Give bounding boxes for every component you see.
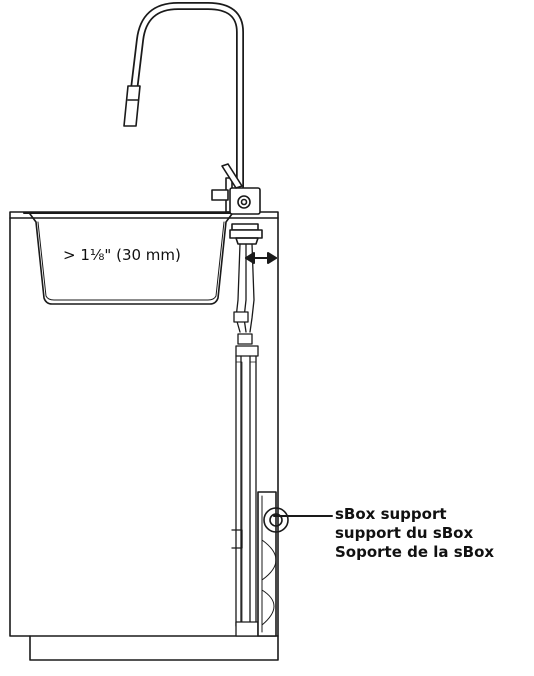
dimension-arrow: [245, 252, 277, 264]
supply-hoses: [231, 243, 259, 637]
cabinet: [9, 211, 279, 661]
callout-line-en: sBox support: [335, 505, 447, 523]
cabinet-toe-kick: [29, 635, 279, 661]
callout-line-fr: support du sBox: [335, 524, 474, 542]
clearance-dimension-label: > 1⅛" (30 mm): [62, 246, 182, 264]
sink-basin: [23, 212, 233, 305]
faucet: [123, 2, 263, 245]
sbox-support-callout: sBox support support du sBox Soporte de …: [335, 505, 494, 562]
callout-line-es: Soporte de la sBox: [335, 543, 495, 561]
cabinet-body: [9, 211, 279, 637]
sbox-support: [257, 491, 289, 637]
